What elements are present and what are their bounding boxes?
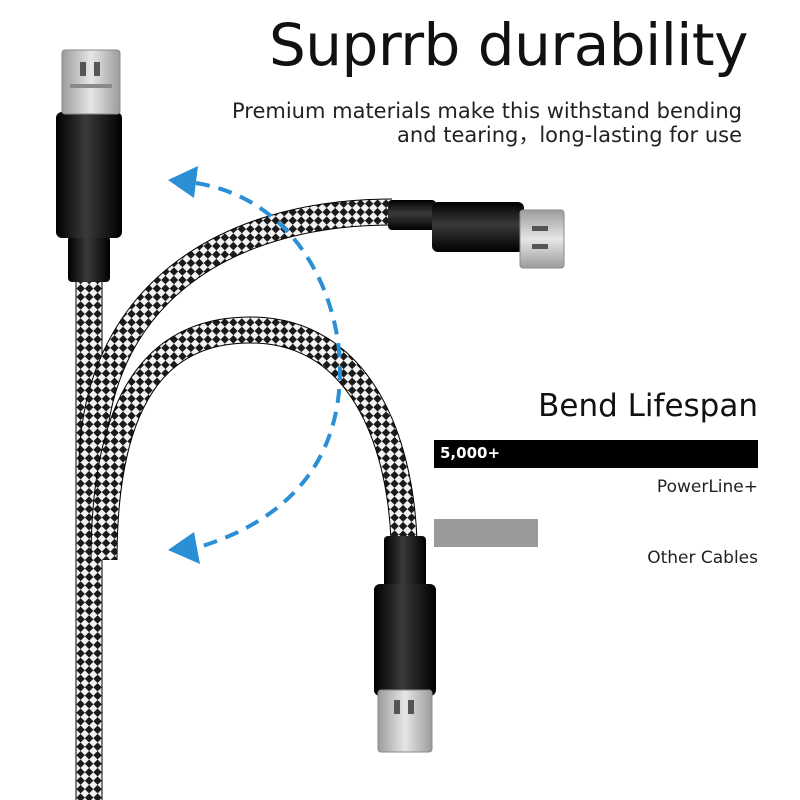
other-cables-bar-fill — [434, 519, 538, 547]
bend-lifespan-title: Bend Lifespan — [538, 388, 758, 424]
bend-arrows — [168, 166, 343, 564]
powerline-bar-value: 5,000+ — [440, 444, 501, 462]
powerline-bar-label: PowerLine+ — [656, 477, 758, 497]
powerline-bar: 5,000+ — [434, 440, 758, 468]
cable-bent-bottom — [90, 316, 436, 753]
other-cables-bar-label: Other Cables — [647, 548, 758, 568]
bend-arrow-down-icon — [168, 532, 200, 564]
subline-line-2: and tearing，long-lasting for use — [397, 123, 742, 147]
bend-arrow-up-icon — [168, 166, 198, 198]
other-cables-bar — [434, 519, 758, 547]
powerline-bar-fill — [434, 440, 758, 468]
cable-bent-top — [78, 198, 565, 471]
subline-line-1: Premium materials make this withstand be… — [232, 99, 742, 123]
headline: Suprrb durability — [268, 11, 749, 79]
